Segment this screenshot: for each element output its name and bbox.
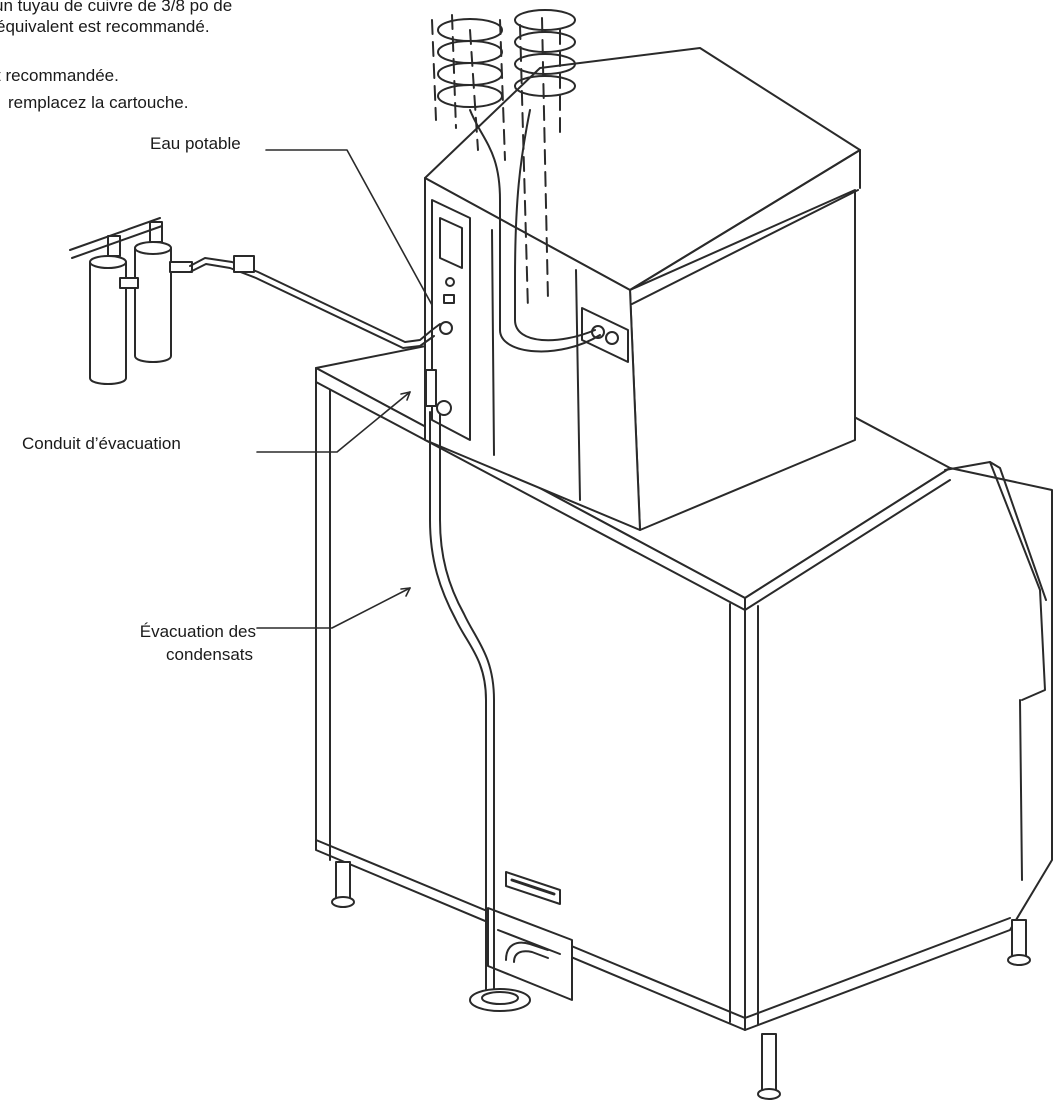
label-condensate-drain-1: Évacuation des — [139, 622, 256, 641]
coiled-tubing — [431, 9, 601, 353]
label-potable-water: Eau potable — [150, 134, 241, 153]
water-filter-assembly — [69, 217, 193, 385]
note-line-2: équivalent est recommandé. — [0, 17, 210, 36]
label-drain-line: Conduit d’évacuation — [22, 434, 181, 453]
potable-water-line — [189, 255, 453, 349]
drain-pipe — [425, 369, 549, 1012]
note-line-1: un tuyau de cuivre de 3/8 po de — [0, 0, 233, 15]
note-line-4: remplacez la cartouche. — [8, 93, 189, 112]
label-condensate-drain-2: condensats — [166, 645, 253, 664]
callout-leaders — [256, 149, 433, 629]
note-line-3: t recommandée. — [0, 66, 119, 85]
ice-machine-head — [424, 47, 861, 531]
